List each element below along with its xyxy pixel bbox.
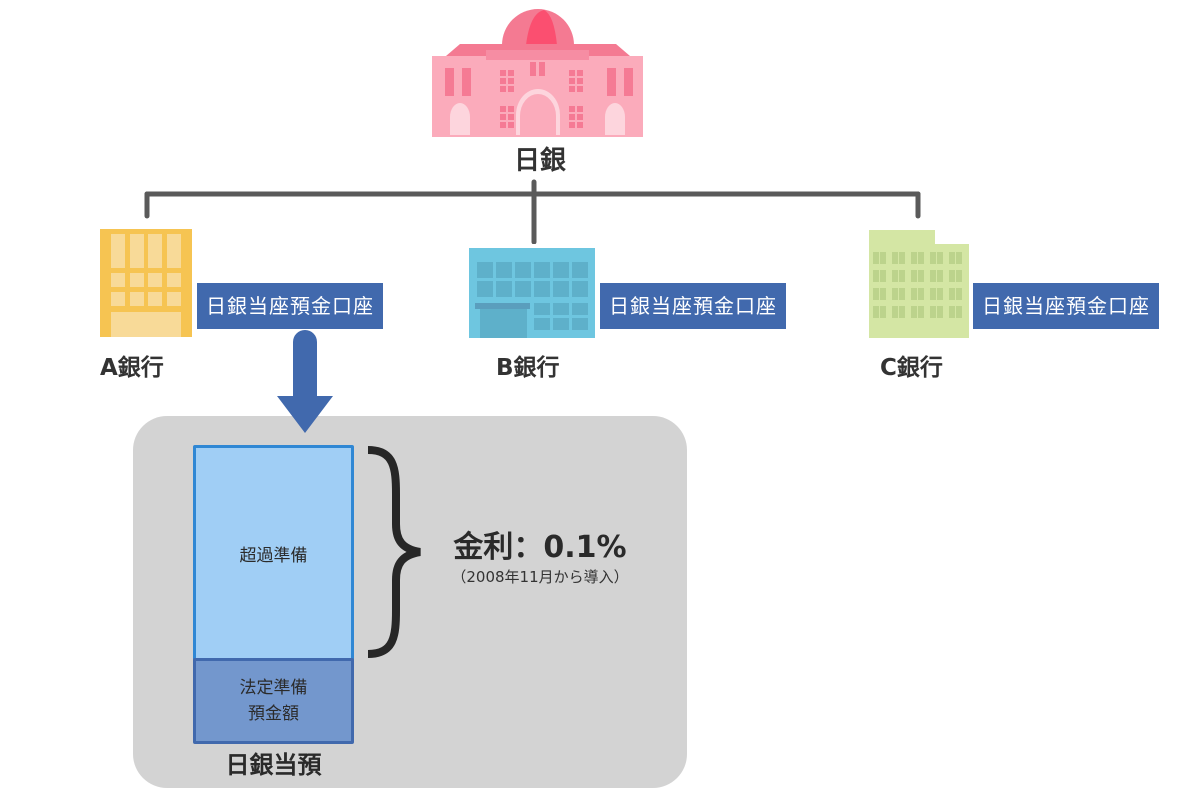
connector-lines bbox=[144, 179, 921, 244]
bank-c-building-icon bbox=[869, 230, 969, 338]
required-reserve-block: 法定準備 預金額 bbox=[193, 658, 354, 744]
bank-b-label: B銀行 bbox=[496, 355, 560, 381]
down-arrow-icon bbox=[277, 330, 333, 433]
bank-a-building-icon bbox=[100, 229, 192, 337]
excess-reserve-label: 超過準備 bbox=[239, 545, 308, 566]
bank-c-account-tag: 日銀当座預金口座 bbox=[973, 283, 1159, 329]
bank-c-label: C銀行 bbox=[880, 355, 943, 381]
excess-reserve-block: 超過準備 bbox=[193, 445, 354, 661]
required-reserve-label-line2: 預金額 bbox=[248, 704, 299, 724]
central-bank-label: 日銀 bbox=[513, 146, 566, 176]
required-reserve-label-line1: 法定準備 bbox=[239, 678, 308, 698]
reserves-title: 日銀当預 bbox=[225, 751, 322, 779]
central-bank-building-icon bbox=[432, 9, 643, 137]
bank-b-building-icon bbox=[469, 248, 595, 338]
bank-a-account-tag: 日銀当座預金口座 bbox=[197, 283, 383, 329]
curly-brace bbox=[367, 446, 421, 658]
bank-b-account-tag: 日銀当座預金口座 bbox=[600, 283, 786, 329]
bank-a-label: A銀行 bbox=[100, 355, 164, 381]
interest-rate-label: 金利：0.1% bbox=[453, 530, 627, 565]
interest-rate-note: （2008年11月から導入） bbox=[451, 568, 629, 586]
